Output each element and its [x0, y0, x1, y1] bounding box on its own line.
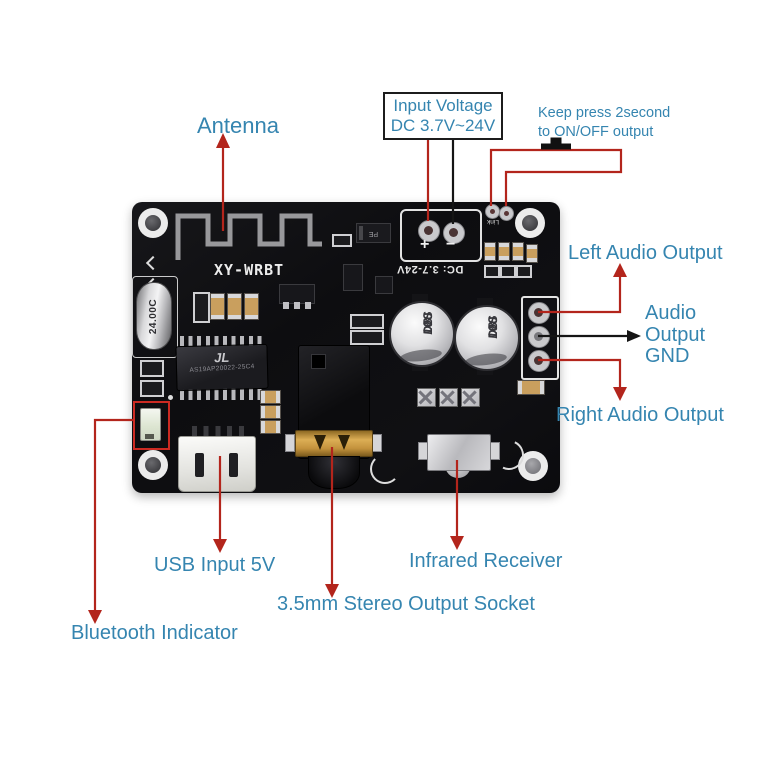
board-model-silkscreen: XY-WRBT: [214, 261, 285, 279]
infrared-receiver: [427, 434, 491, 471]
stereo-jack-contact-plate: [295, 430, 373, 457]
smd-ic: [343, 264, 363, 291]
transistor-leg: [305, 302, 311, 309]
mounting-hole: [138, 208, 168, 238]
stereo-socket-label: 3.5mm Stereo Output Socket: [277, 593, 535, 615]
smd-component: [140, 360, 164, 377]
smd-component: [140, 380, 164, 397]
transistor-leg: [283, 302, 289, 309]
smd-resistor: [350, 330, 384, 345]
smd-component: [193, 292, 210, 323]
arrowhead-antenna: [216, 133, 230, 148]
smd-resistor: [210, 293, 225, 320]
capacitor-base: [477, 298, 493, 307]
ic-pins-bottom: [180, 388, 264, 400]
crystal-oscillator: 24.00C: [136, 282, 172, 350]
arrowhead-right-audio: [613, 387, 627, 401]
left-audio-label: Left Audio Output: [568, 242, 723, 264]
led-highlight-box: [133, 401, 170, 450]
transistor-leg: [294, 302, 300, 309]
smd-component: [332, 234, 352, 247]
electrolytic-capacitor: D8 100 16S: [454, 305, 520, 371]
arrowhead-stereo: [325, 584, 339, 598]
smd-component: [500, 265, 516, 278]
transistor: [375, 276, 393, 294]
arrowhead-usb: [213, 539, 227, 553]
antenna-label: Antenna: [197, 113, 279, 138]
silkscreen-arc: [370, 454, 400, 484]
smd-resistor: [484, 242, 496, 261]
bluetooth-led: [140, 408, 161, 441]
smd-resistor: [526, 244, 538, 263]
smd-resistor: [512, 242, 524, 261]
smd-resistor: [350, 314, 384, 329]
mounting-hole: [515, 208, 545, 238]
usb-pins: [192, 426, 244, 438]
stereo-jack-barrel: [308, 456, 360, 489]
pcb-board: XY-WRBT 24.00C JL AS19AP20022-25C4 PE: [132, 202, 560, 493]
smd-resistor: [260, 390, 281, 404]
micro-usb-port: [178, 436, 256, 492]
smd-resistor: [244, 293, 259, 320]
button-pad: [499, 206, 514, 221]
solder-tab: [285, 434, 295, 452]
arrowhead-left-audio: [613, 263, 627, 277]
plus-silkscreen: +: [420, 236, 430, 253]
solder-pad: [461, 388, 480, 407]
solder-pad: [417, 388, 436, 407]
push-button-icon: [541, 137, 571, 150]
smd-resistor: [260, 420, 281, 434]
electrolytic-capacitor: D8 100 16S: [389, 301, 455, 367]
mounting-hole: [138, 450, 168, 480]
power-button-label: Keep press 2second to ON/OFF output: [538, 105, 671, 140]
infrared-label: Infrared Receiver: [409, 550, 563, 572]
audio-gnd-label: Audio Output GND: [645, 302, 706, 367]
power-input-silkscreen: [400, 209, 482, 262]
usb-slot: [229, 453, 238, 477]
crystal-silkscreen-outline: [132, 276, 178, 358]
arrowhead-bluetooth: [88, 610, 102, 624]
arrowhead-gnd: [627, 330, 641, 342]
arrowhead-infrared: [450, 536, 464, 550]
smd-resistor: [227, 293, 242, 320]
usb-slot: [195, 453, 204, 477]
input-voltage-label: Input Voltage DC 3.7V~24V: [383, 92, 503, 140]
minus-silkscreen: −: [446, 236, 456, 253]
usb-label: USB Input 5V: [154, 554, 276, 576]
antenna-trace: [175, 213, 322, 260]
capacitor-base: [412, 294, 428, 303]
solder-pad: [439, 388, 458, 407]
bluetooth-indicator-label: Bluetooth Indicator: [71, 622, 238, 644]
smd-resistor: [498, 242, 510, 261]
smd-resistor: [517, 380, 545, 395]
smd-resistor: [260, 405, 281, 419]
mounting-hole: [518, 451, 548, 481]
smd-component: [516, 265, 532, 278]
pin1-marker: [168, 395, 173, 400]
smd-component: [484, 265, 500, 278]
right-audio-label: Right Audio Output: [556, 404, 724, 426]
ic-pins-top: [180, 336, 264, 346]
